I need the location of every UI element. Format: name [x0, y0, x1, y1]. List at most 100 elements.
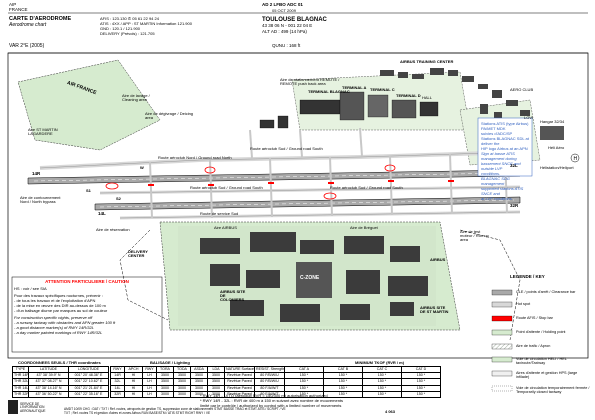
legend-item: Voie de circulation HELI / HEL taxiroute… [516, 357, 567, 365]
hangar-building [540, 126, 564, 140]
qunu-value: QUNU : 168 ft [272, 43, 301, 48]
label-rwy-32r: 32R [510, 203, 519, 208]
rwy-cell: 3000 [173, 390, 191, 398]
label-run-up-area: Aire de test moteur / Run up area [460, 229, 489, 243]
rwy-header: NATURE Surface [224, 365, 255, 374]
caution-note-6: - a good distance marker(s) of RWY 14R/3… [14, 325, 94, 330]
caution-note-7: - a day marker painted markings of RWY 1… [14, 330, 103, 335]
coord-cell: THR 14R [12, 372, 29, 380]
afis-frequency: AFIS : 123.130 ✆ 05 61 22 94 24 [100, 16, 159, 21]
caution-note-fr: Pour des travaux spécifiques nocturnes, … [14, 293, 103, 298]
rwy-cell: Revêtue Paved [224, 372, 255, 380]
min-cell: 150 * [401, 390, 441, 398]
airport-coordinates: 43 38 06 N - 001 22 04 E [262, 23, 313, 28]
side-note-1: Stations ATIS (type Airbus) PA/MET MDK [481, 121, 529, 131]
table-row: THR 32L 43° 37' 08.27" N 001° 22' 10.62"… [12, 378, 109, 386]
rwy-header: RESIST. Strength [254, 365, 285, 374]
footnote-3: limité par le contrôle / authorized by c… [200, 403, 342, 408]
country-label: FRANCE [9, 7, 28, 12]
airport-altitude: ALT AD : 499 (14 hPa) [262, 29, 307, 34]
lighting-title: BALISAGE / Lighting [150, 360, 190, 365]
caution-note-5: - a runway taxiway with obstacles and AP… [14, 320, 116, 325]
side-note-10: at LVP conditions. [481, 196, 513, 201]
side-note-2: suivies d'ADC/SP [481, 131, 513, 136]
label-main-entries: Route aéroclub Sud / Ground road South [250, 146, 323, 151]
label-terminal-a: TERMINAL A [342, 85, 367, 90]
label-ground-road-north: Route aéroclub Nord / Ground road North [158, 155, 232, 160]
table-row: THR 14L 43° 38' 14.16" N 001° 21' 21.84"… [12, 384, 109, 392]
label-reservation-area: Aire de réservation [96, 227, 130, 232]
sia-logo-mark [8, 400, 18, 414]
chart-title: CARTE D'AERODROME [9, 16, 72, 22]
label-s1: S1 [86, 188, 91, 193]
label-north-bypass: Aire de contournement Nord / North bypas… [20, 195, 61, 205]
atis-frequency: ATIS : 4XX / APP : ST MARTIN Information… [100, 21, 192, 26]
coord-cell: 43° 36' 50.22" N [28, 390, 69, 398]
label-st-martin-lagardere: Aire ST MARTIN LAGARDERE [28, 127, 58, 137]
hotspot-markers [105, 164, 396, 200]
side-note-7: conditions. [481, 171, 501, 176]
svg-text:H: H [574, 156, 578, 162]
rwy-cell: LH [142, 390, 157, 398]
legend-item: Aires d'attente et gestion HPS (large in… [516, 371, 578, 379]
caution-title: ATTENTION PARTICULIERE / CAUTION [45, 279, 129, 284]
legend-item: Aire de trafic / Apron [516, 344, 551, 348]
side-note-6: bassement SNCE and outside LVP [481, 161, 521, 171]
min-cell: 150 * [323, 390, 363, 398]
caution-note-3: - d'un balisage diurne par marques au so… [14, 308, 108, 313]
apron-air-france [17, 59, 161, 151]
label-area-airbus: Aire AIRBUS [214, 225, 237, 230]
footnote-1: * RWY 14R - LVTO (aeroclub RVR = 150/300… [200, 393, 328, 398]
label-delivery-center: DELIVERY CENTER [128, 249, 148, 259]
legend-item: Hot spot [516, 302, 531, 306]
label-hall: HALL [422, 95, 433, 100]
threshold-coordinates-table: TYPE LATITUDE LONGITUDE THR 14R 43° 38' … [12, 365, 109, 398]
aip-label: AIP [9, 2, 17, 7]
legend-title: LEGENDE / KEY [510, 274, 545, 279]
heliport-symbol [570, 153, 580, 163]
service-road-west [119, 229, 169, 321]
min-cell: 150 * [362, 390, 402, 398]
coord-cell: 001° 22' 35.16" E [68, 390, 109, 398]
label-airbus-training-center: AIRBUS TRAINING CENTER [400, 59, 454, 64]
amendment-line-1: AMDT 10/09 CHG : DAT / TXT / Ref. routes… [64, 407, 286, 411]
footnote-2: * RWY 14R - 32L : RVR de 400 m à 150 m s… [200, 398, 344, 403]
service-road-east [459, 229, 521, 341]
legend-item: Point d'attente / Holding point [516, 330, 566, 334]
label-remote-stands: Aire de stationnement REMOTE / REMOTE pu… [280, 77, 340, 87]
table-row: THR 32R 43° 36' 50.22" N 001° 22' 35.16"… [12, 390, 109, 398]
label-breguet-area: Aire de Bréguet [350, 225, 378, 230]
label-liaison-south: Route aéroclub Sud / Ground road South [330, 185, 403, 190]
rwy-cell: HI [124, 390, 143, 398]
magnetic-variation: VAR 2°E (2005) [9, 43, 45, 49]
side-note-5: Sign at basse ATIS management during [481, 151, 517, 161]
caution-box: ATTENTION PARTICULIERE / CAUTION HS : vo… [14, 279, 160, 335]
label-terminal-c: TERMINAL C [370, 87, 395, 92]
caution-hs: HS : voir / see SIA [14, 286, 47, 291]
label-taxiway-w: W [140, 165, 144, 170]
legend-item: Voie de circulation temporairement fermé… [516, 386, 590, 394]
label-hangar: Hangar 32/34 [540, 119, 565, 124]
ground-frequency: GND : 120.1 / 121.900 [100, 26, 141, 31]
label-terminal-d: TERMINAL D [396, 93, 421, 98]
legend-item: Route AFIS / Stop bar [516, 316, 553, 320]
label-airbus-st-martin: AIRBUS SITE DE ST MARTIN [420, 305, 449, 315]
table-row: 32R HI LH 3000 3000 3000 3000 Revêtue Pa… [110, 390, 441, 398]
airbus-site-zone [178, 226, 436, 326]
label-terminal-blagnac: TERMINAL BLAGNAC [308, 89, 350, 94]
side-note-8: BLAGNAC SDG management [481, 176, 510, 186]
rwy-cell: Revêtue Paved [224, 378, 255, 386]
caution-note-4: For construction specific nights, preser… [14, 315, 93, 320]
runway-table: RWY APCH RWY TORA TODA ASDA LDA NATURE S… [110, 365, 441, 398]
sia-logo-text: SERVICE DE L'INFORMATION AERONAUTIQUE [20, 402, 46, 413]
caution-note-1: - de tous les travaux et de l'exploitati… [14, 298, 96, 303]
rwy-cell: Revêtue Paved [224, 384, 255, 392]
airport-name: TOULOUSE BLAGNAC [262, 17, 327, 23]
amendment-line-2: TXT ; Ref. routes TS et gestion d'aires … [64, 411, 211, 415]
coord-cell: THR 32R [12, 390, 29, 398]
label-heli-aero: Héli Aéro [548, 145, 565, 150]
page-number: 4 063 [385, 409, 396, 414]
legend-swatches [491, 289, 513, 392]
label-lovi: LOVI [524, 115, 534, 120]
